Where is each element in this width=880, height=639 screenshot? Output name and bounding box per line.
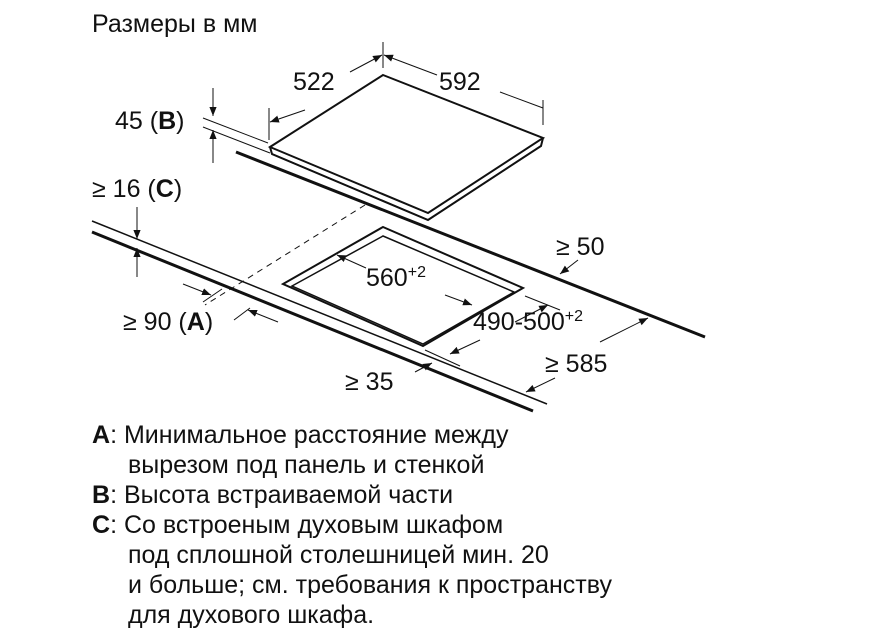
- hob-dimension-lines: [268, 42, 544, 140]
- wall-clearance-key: A: [186, 308, 205, 336]
- front-clearance-label: ≥ 35: [345, 368, 394, 396]
- hob: [267, 73, 546, 222]
- wall-clearance-value: ≥ 90: [123, 308, 172, 336]
- legend-text: и больше; см. требования к пространству: [128, 571, 612, 599]
- legend-text: для духового шкафа.: [128, 601, 375, 629]
- hob-width-label: 592: [439, 68, 481, 96]
- diagram-title: Размеры в мм: [92, 10, 258, 38]
- gap-key: C: [155, 175, 174, 203]
- legend-key: A: [92, 421, 111, 449]
- legend-item-a: A: Минимальное расстояние между: [92, 421, 509, 449]
- cutout-depth-label: 490-500+2: [473, 309, 583, 335]
- hob-height-value: 45: [115, 107, 143, 135]
- gap-label: ≥ 16 (C): [92, 175, 183, 203]
- hob-height-key: B: [158, 107, 177, 135]
- legend-text: Высота встраиваемой части: [123, 481, 454, 509]
- legend-item-b: B: Высота встраиваемой части: [92, 481, 454, 509]
- back-clearance-label: ≥ 50: [556, 233, 605, 261]
- legend-text: Минимальное расстояние между: [123, 421, 509, 449]
- legend-text: вырезом под панель и стенкой: [128, 451, 485, 479]
- hob-height-label: 45 (B): [115, 107, 185, 135]
- cutout-width-value: 560: [366, 264, 408, 292]
- worktop-depth-label: ≥ 585: [545, 350, 608, 378]
- legend: A: Минимальное расстояние между вырезом …: [92, 420, 612, 630]
- cutout-width-label: 560+2: [366, 265, 426, 291]
- legend-text: под сплошной столешницей мин. 20: [128, 541, 549, 569]
- gap-value: ≥ 16: [92, 175, 141, 203]
- cutout-dimensions: [133, 207, 649, 393]
- cutout-width-tolerance: +2: [407, 264, 426, 281]
- legend-item-c: C: Со встроеным духовым шкафом: [92, 511, 504, 539]
- legend-text: Со встроеным духовым шкафом: [123, 511, 504, 539]
- legend-key: B: [92, 481, 111, 509]
- cutout-depth-value: 490-500: [473, 308, 565, 336]
- cutout-depth-tolerance: +2: [564, 308, 583, 325]
- hob-height-lines: [202, 88, 271, 163]
- cutout: [280, 225, 526, 348]
- legend-key: C: [92, 511, 111, 539]
- hob-depth-label: 522: [293, 68, 335, 96]
- wall-clearance-label: ≥ 90 (A): [123, 308, 214, 336]
- worktop: [91, 150, 706, 413]
